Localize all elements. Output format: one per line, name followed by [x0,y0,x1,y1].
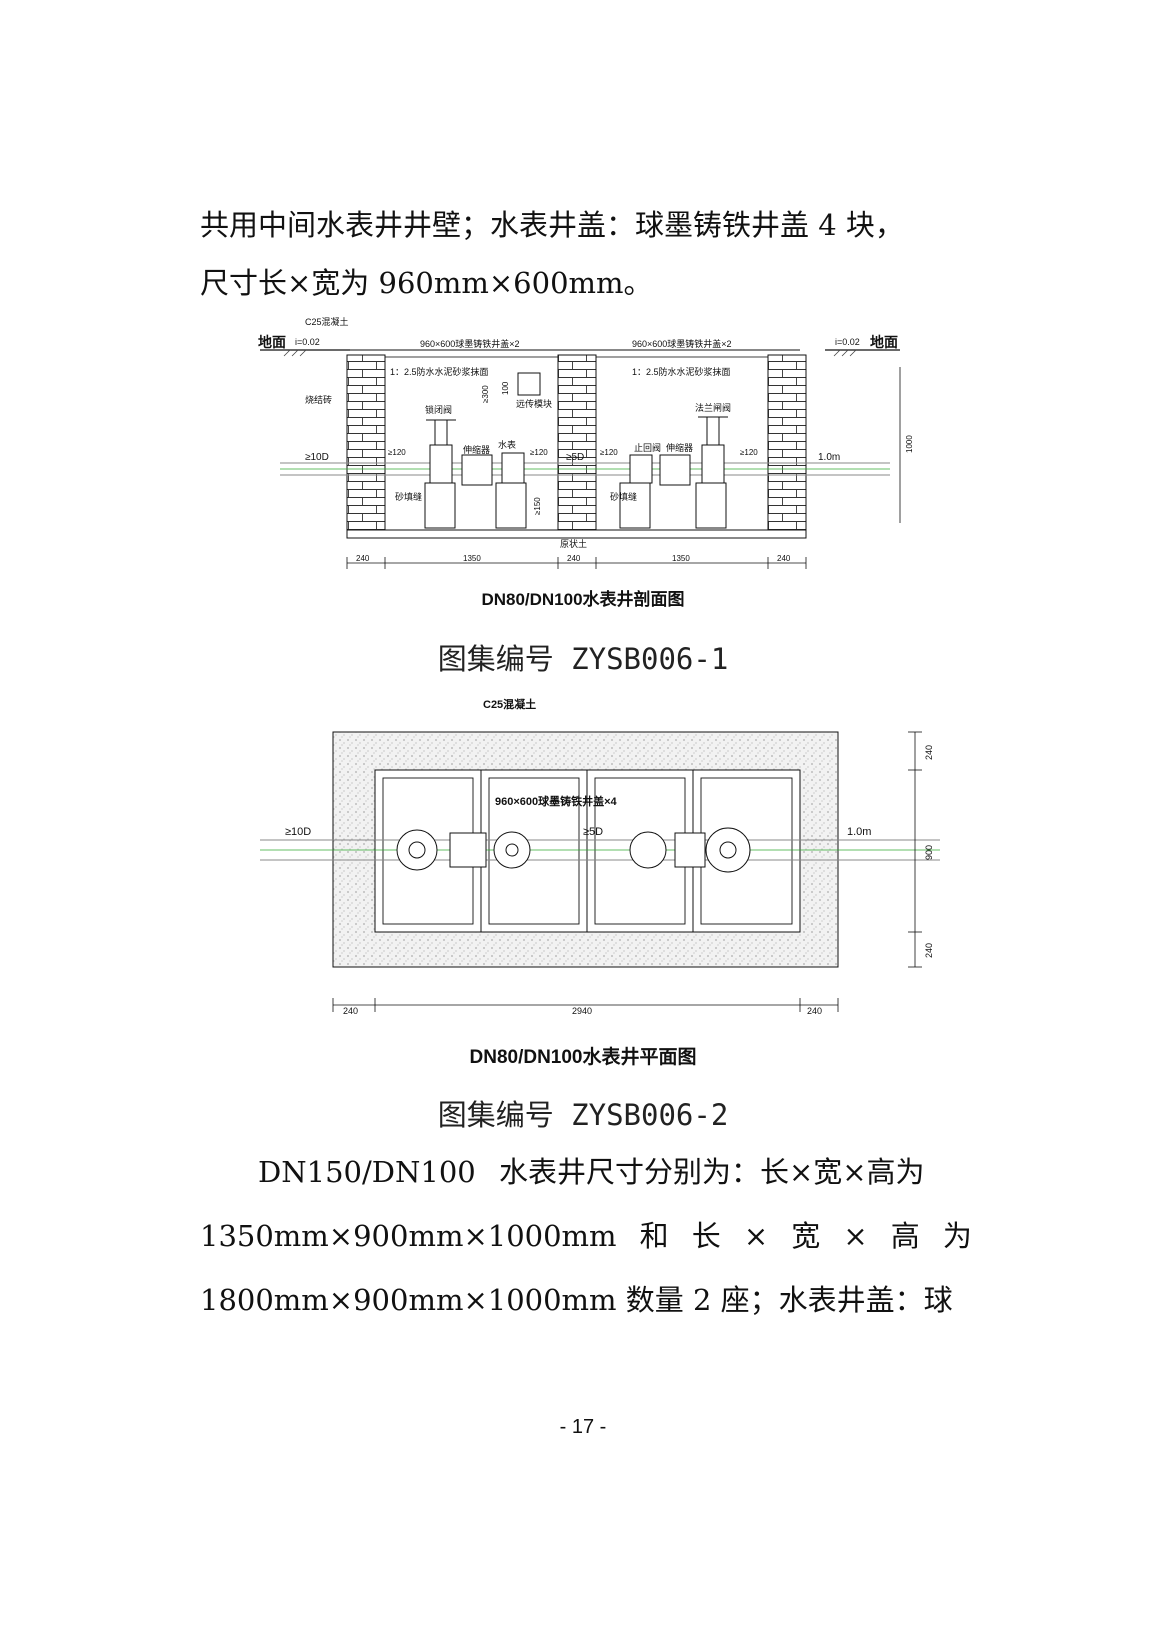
plan-dim-2940: 2940 [572,1006,592,1016]
ground-label-right: 地面 [870,334,898,350]
body-line-2-dims: 1350mm×900mm×1000mm [200,1219,617,1253]
plan-caption: DN80/DN100水表井平面图 [469,1047,697,1068]
body-line-2-w5: × [843,1219,868,1253]
plan-concrete-label: C25混凝土 [483,697,536,711]
ge5d-label: ≥5D [566,452,584,463]
check-valve-label: 止回阀 [634,442,661,453]
expander-label-left: 伸缩器 [463,444,490,455]
valve-label-right: 法兰闸阀 [695,402,731,413]
plan-drawing: C25混凝土 960×600球墨铸铁井盖×4 ≥10D ≥5D 1.0m 240… [260,697,940,1016]
plan-dim-240-right: 240 [807,1006,822,1016]
body-line-2-w6: 高 [890,1219,920,1253]
plan-dim-240-top: 240 [924,745,934,760]
brick-label: 烧结砖 [305,394,332,405]
intro-line-1: 共用中间水表井井壁；水表井盖：球墨铸铁井盖 4 块， [200,208,904,242]
sand-label-right: 砂填缝 [610,491,637,502]
dim-240-c: 240 [777,554,791,563]
ge300-label: ≥300 [481,385,490,403]
slope-label-left: i=0.02 [295,337,320,347]
body-line-2-w4: 宽 [791,1219,821,1253]
body-line-2: 1350mm×900mm×1000mm 和 长 × 宽 × 高 为 [200,1204,972,1268]
ge150-label: ≥150 [533,497,542,515]
dim-240-b: 240 [567,554,581,563]
body-line-2-w3: × [743,1219,769,1253]
plan-dim-900: 900 [924,845,934,860]
section-atlas-number: 图集编号 ZYSB006-1 [437,642,729,676]
body-line-3: 1800mm×900mm×1000mm 数量 2 座；水表井盖：球 [200,1283,953,1317]
body-line-1-text: 水表井尺寸分别为：长×宽×高为 [498,1155,925,1189]
plan-atlas-number: 图集编号 ZYSB006-2 [437,1098,729,1132]
plan-dim-240-bottom: 240 [924,943,934,958]
plaster-label-left: 1：2.5防水水泥砂浆抹面 [390,366,489,377]
valve-label-left: 锁闭阀 [425,404,452,415]
intro-paragraph: 共用中间水表井井壁；水表井盖：球墨铸铁井盖 4 块， 尺寸长×宽为 960mm×… [200,196,972,312]
expander-label-right: 伸缩器 [666,442,693,453]
dim-240-a: 240 [356,554,370,563]
body-line-2-w2: 长 [691,1219,721,1253]
ge120-label-d: ≥120 [740,448,758,457]
intro-line-2: 尺寸长×宽为 960mm×600mm。 [200,266,653,300]
sand-label-left: 砂填缝 [395,491,422,502]
section-drawing: 地面 地面 i=0.02 i=0.02 C25混凝土 960×600球墨铸铁井盖… [258,316,914,569]
ge120-label-a: ≥120 [388,448,406,457]
ge120-label-c: ≥120 [600,448,618,457]
cover-label-right: 960×600球墨铸铁井盖×2 [632,338,732,349]
body-line-1: DN150/DN100 水表井尺寸分别为：长×宽×高为 [200,1140,972,1204]
body-line-2-w1: 和 [639,1219,669,1253]
remote-module-label: 远传模块 [516,398,552,409]
page-number: - 17 - [559,1416,607,1438]
height-1000-label: 1000 [905,435,914,453]
ground-label-left: 地面 [258,334,286,350]
slope-label-right: i=0.02 [835,337,860,347]
meter-label: 水表 [498,439,516,450]
dim-1350-a: 1350 [463,554,481,563]
dim-1350-b: 1350 [672,554,690,563]
plan-ge5d-label: ≥5D [583,826,603,838]
concrete-label: C25混凝土 [305,316,349,327]
plan-one-m-label: 1.0m [847,826,871,838]
plan-ge10d-label: ≥10D [285,826,311,838]
section-caption: DN80/DN100水表井剖面图 [481,590,685,609]
native-soil-label: 原状土 [560,538,587,549]
d100-label: 100 [501,381,510,395]
ge120-label-b: ≥120 [530,448,548,457]
plan-covers-label: 960×600球墨铸铁井盖×4 [495,794,618,808]
body-line-2-w7: 为 [942,1219,972,1253]
plaster-label-right: 1：2.5防水水泥砂浆抹面 [632,366,731,377]
one-m-label: 1.0m [818,452,840,463]
cover-label-left: 960×600球墨铸铁井盖×2 [420,338,520,349]
plan-dim-240-left: 240 [343,1006,358,1016]
body-paragraph: DN150/DN100 水表井尺寸分别为：长×宽×高为 1350mm×900mm… [200,1140,972,1332]
body-line-1-spec: DN150/DN100 [258,1155,476,1189]
ge10d-label: ≥10D [305,452,329,463]
